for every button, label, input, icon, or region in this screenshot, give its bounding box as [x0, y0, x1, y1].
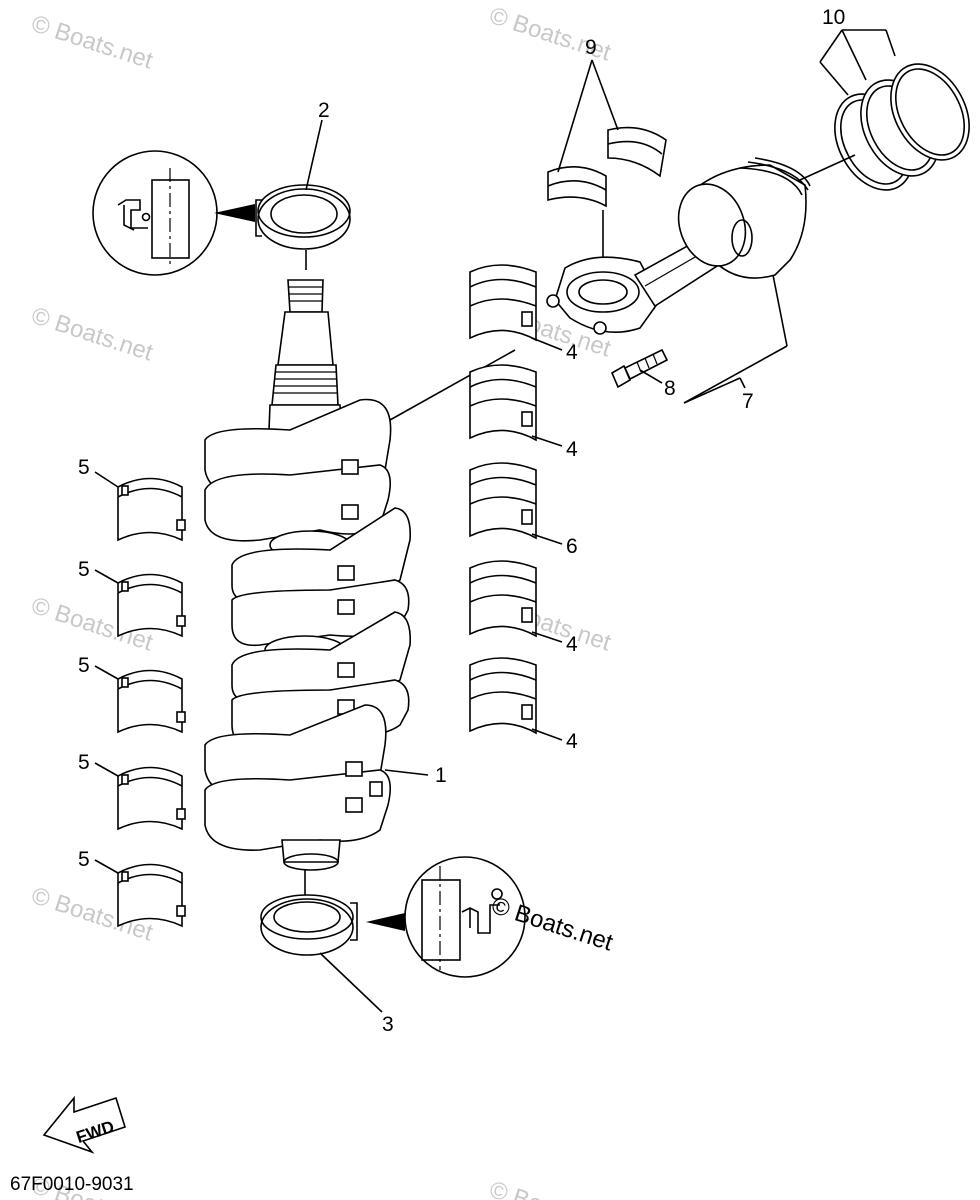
oil-seal-2 [257, 119, 351, 270]
callout-4: 4 [566, 633, 578, 656]
callout-4: 4 [566, 438, 578, 461]
upper-bearing-group [469, 264, 563, 741]
callout-4: 4 [566, 730, 578, 753]
diagram-part-code: 67F0010-9031 [10, 1174, 134, 1195]
oil-seal-3 [260, 870, 405, 1013]
callout-7: 7 [742, 390, 754, 413]
callout-9: 9 [585, 36, 597, 59]
main-bearing-5a [117, 477, 186, 542]
bearing-4d [469, 657, 537, 735]
watermark: © Boats.net [28, 302, 156, 367]
main-bearing-5c [117, 669, 186, 734]
conrod-bearings-9 [547, 59, 667, 272]
bearing-4b [469, 364, 537, 442]
callout-5: 5 [78, 848, 90, 871]
callout-6: 6 [566, 535, 578, 558]
watermark: © Boats.net [486, 1176, 614, 1200]
boats-net-watermark: © Boats.net [488, 892, 616, 957]
piston-rings-10 [799, 29, 970, 191]
conrod-bolt-8 [610, 348, 669, 389]
callout-5: 5 [78, 456, 90, 479]
main-bearing-5d [117, 766, 186, 831]
bearing-4c [469, 560, 537, 638]
crankshaft [204, 279, 516, 871]
piston-rod-assembly [546, 157, 811, 404]
bearing-6 [469, 462, 537, 540]
callout-1: 1 [435, 764, 447, 787]
callout-labels: 1 2 3 4 4 6 4 4 5 5 5 5 5 7 8 9 10 [78, 6, 845, 1036]
fwd-arrow: FWD [42, 1095, 126, 1154]
callout-5: 5 [78, 654, 90, 677]
callout-5: 5 [78, 751, 90, 774]
main-bearing-5b [117, 573, 186, 638]
callout-2: 2 [318, 99, 330, 122]
watermark: © Boats.net [28, 10, 156, 75]
callout-10: 10 [822, 6, 845, 29]
bearing-4a [469, 264, 537, 342]
seal-detail-callout-top [92, 150, 262, 276]
callout-3: 3 [382, 1013, 394, 1036]
main-bearing-group [94, 471, 186, 928]
callout-4: 4 [566, 341, 578, 364]
seal-detail-callout-bottom [404, 856, 526, 978]
callout-8: 8 [664, 377, 676, 400]
main-bearing-5e [117, 863, 186, 928]
callout-5: 5 [78, 558, 90, 581]
